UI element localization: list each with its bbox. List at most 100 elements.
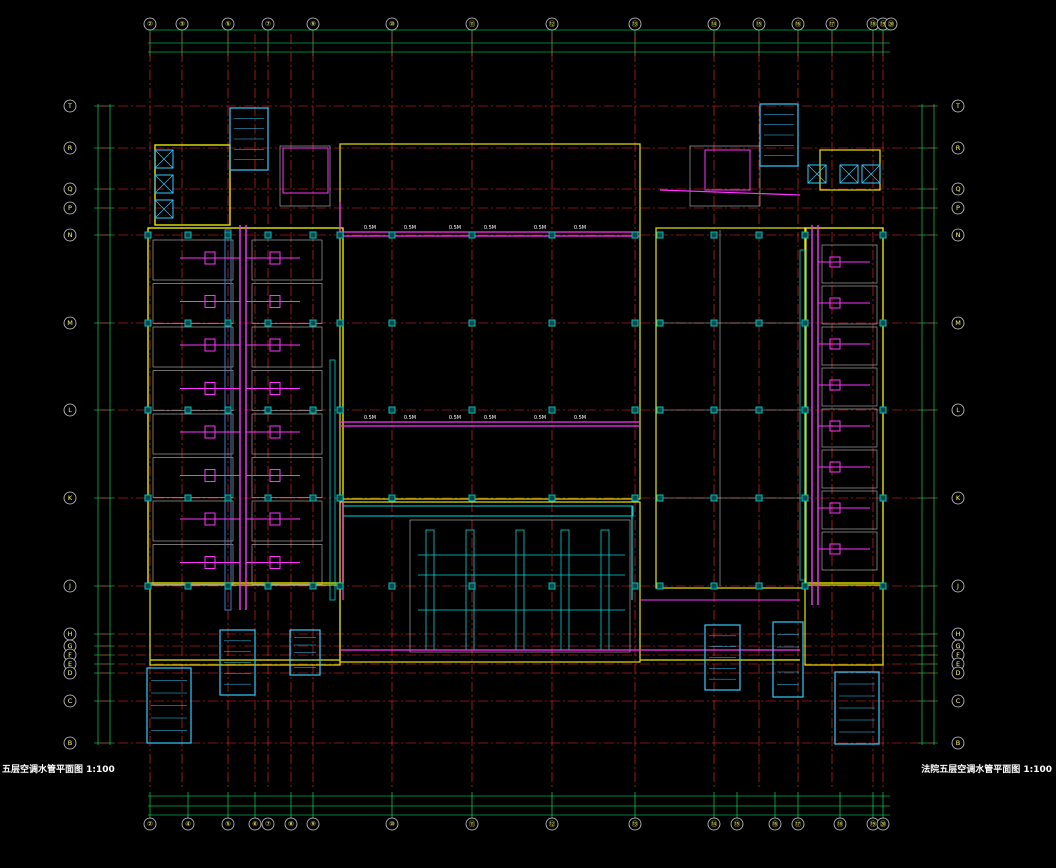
axis-bubble-left — [63, 694, 77, 708]
axis-bubble-bottom — [730, 817, 744, 831]
room-outline — [821, 449, 878, 489]
axis-bubble-right — [951, 666, 965, 680]
axis-bubble-bottom — [833, 817, 847, 831]
axis-bubble-right — [951, 403, 965, 417]
axis-bubble-bottom-label: ⑬ — [632, 820, 639, 828]
column — [224, 582, 232, 590]
axis-bubble-right-label: L — [956, 406, 960, 414]
duct-branch — [425, 529, 435, 651]
shaft-box — [154, 174, 174, 194]
axis-bubble-bottom — [306, 817, 320, 831]
shaft-cross — [154, 199, 174, 219]
axis-bubble-left — [63, 141, 77, 155]
fan-coil — [829, 461, 841, 473]
fan-coil — [204, 251, 216, 265]
column — [184, 319, 192, 327]
fan-coil — [204, 556, 216, 569]
duct-vertical — [329, 359, 336, 601]
axis-bubble-left-label: J — [68, 582, 71, 590]
wall-east-hall — [655, 227, 807, 589]
stair-core — [289, 629, 321, 676]
axis-bubble-right-label: D — [955, 669, 960, 677]
fan-coil — [204, 295, 216, 308]
column — [656, 406, 664, 414]
column — [224, 319, 232, 327]
column — [710, 494, 718, 502]
pipe-size-label: 0.5M — [534, 415, 546, 421]
fan-coil — [829, 297, 841, 309]
axis-bubble-bottom — [385, 817, 399, 831]
axis-bubble-top-label: ⑨ — [310, 20, 316, 28]
axis-bubble-bottom-label: ⑮ — [734, 820, 741, 828]
axis-bubble-bottom — [143, 817, 157, 831]
column — [224, 494, 232, 502]
axis-bubble-bottom-label: ⑤ — [225, 820, 231, 828]
axis-bubble-bottom — [707, 817, 721, 831]
axis-bubble-top-label: ⑬ — [632, 20, 639, 28]
column — [879, 582, 887, 590]
room-outline — [821, 408, 878, 448]
column — [801, 494, 809, 502]
column — [468, 494, 476, 502]
pipe-size-label: 0.5M — [449, 225, 461, 231]
axis-bubble-top-label: ⑦ — [265, 20, 271, 28]
axis-bubble-bottom-label: ⑫ — [549, 820, 556, 828]
axis-bubble-top-label: ⑲ — [880, 20, 887, 28]
shaft-box — [861, 164, 881, 184]
axis-bubble-left-label: D — [67, 669, 72, 677]
column — [468, 406, 476, 414]
axis-bubble-top — [545, 17, 559, 31]
column — [184, 494, 192, 502]
axis-bubble-bottom-label: ⑭ — [711, 820, 718, 828]
pipe-room-equip — [704, 149, 751, 191]
pipe-size-label: 0.5M — [404, 225, 416, 231]
pipe-size-label: 0.5M — [534, 225, 546, 231]
axis-bubble-bottom-label: ⑧ — [288, 820, 294, 828]
axis-bubble-right — [951, 201, 965, 215]
room-outline — [409, 519, 631, 653]
axis-bubble-top — [465, 17, 479, 31]
wall-south-block — [339, 501, 641, 663]
column — [631, 494, 639, 502]
column — [184, 231, 192, 239]
columns — [144, 231, 887, 590]
axis-bubble-left-label: P — [68, 204, 72, 212]
axis-bubble-right — [951, 316, 965, 330]
axis-bubble-top — [825, 17, 839, 31]
column — [656, 494, 664, 502]
axis-bubble-top — [261, 17, 275, 31]
room-outline — [689, 145, 761, 207]
drawing-title-right: 法院五层空调水管平面图 1:100 — [921, 765, 1052, 775]
wall-central-hall — [339, 143, 641, 500]
axis-bubble-right-label: T — [955, 102, 960, 110]
room-partitions — [152, 145, 878, 653]
fan-coil — [829, 338, 841, 350]
wall-east-wing — [804, 227, 884, 584]
column — [224, 231, 232, 239]
axis-bubble-top-label: ⑭ — [711, 20, 718, 28]
axis-bubble-bottom — [768, 817, 782, 831]
pipe-size-label: 0.5M — [574, 415, 586, 421]
axis-bubble-bottom-label: ⑯ — [772, 820, 779, 828]
column — [468, 319, 476, 327]
axis-bubble-left-label: K — [68, 494, 73, 502]
axis-bubble-left-label: T — [67, 102, 72, 110]
drawing-title-left: 五层空调水管平面图 1:100 — [2, 765, 115, 775]
room-outline — [251, 500, 323, 542]
axis-bubble-left — [63, 182, 77, 196]
axis-bubble-right — [951, 99, 965, 113]
wall-sw-core — [149, 584, 341, 666]
stair-core — [146, 667, 192, 744]
column — [264, 231, 272, 239]
axis-bubble-top-label: ⑮ — [756, 20, 763, 28]
room-outline — [251, 370, 323, 411]
column — [710, 406, 718, 414]
column — [264, 319, 272, 327]
wall-ne-core — [819, 149, 881, 191]
fan-coil — [829, 379, 841, 391]
column — [755, 231, 763, 239]
axis-bubble-left — [63, 201, 77, 215]
axis-bubble-bottom-label: ⑨ — [310, 820, 316, 828]
column — [468, 582, 476, 590]
